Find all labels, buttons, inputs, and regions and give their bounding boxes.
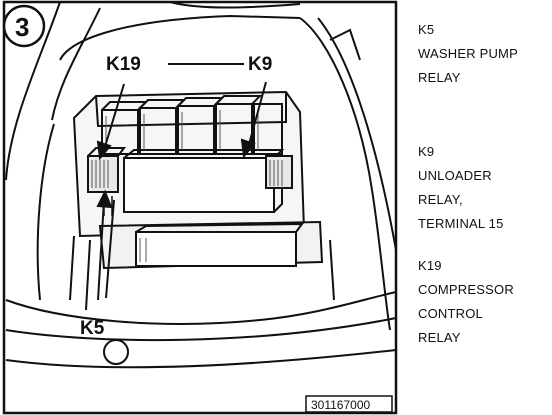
- legend-k19-line-2: CONTROL: [418, 306, 483, 321]
- leader-lines: [96, 63, 267, 301]
- legend-k5-code: K5: [418, 22, 435, 37]
- legend-k9-code: K9: [418, 144, 435, 159]
- legend-k19-code: K19: [418, 258, 442, 273]
- callout-k19: K19: [106, 54, 141, 75]
- legend-k19-line-3: RELAY: [418, 330, 461, 345]
- callout-k9: K9: [248, 54, 272, 75]
- legend-k5: K5 WASHER PUMP RELAY: [418, 18, 548, 90]
- shading: [91, 110, 283, 262]
- legend-k5-line-1: WASHER PUMP: [418, 46, 518, 61]
- step-number: 3: [15, 12, 29, 42]
- legend-k5-line-2: RELAY: [418, 70, 461, 85]
- legend-k19: K19 COMPRESSOR CONTROL RELAY: [418, 254, 548, 350]
- figure-frame: [2, 0, 398, 415]
- figure-number: 301167000: [311, 398, 371, 412]
- step-badge: [2, 4, 46, 48]
- grommet: [103, 339, 129, 365]
- legend-k9-line-1: UNLOADER: [418, 168, 492, 183]
- relay-box: [69, 90, 335, 311]
- legend-k9-line-2: RELAY,: [418, 192, 463, 207]
- legend-k9-line-3: TERMINAL 15: [418, 216, 504, 231]
- callout-k5: K5: [80, 318, 105, 339]
- legend-k9: K9 UNLOADER RELAY, TERMINAL 15: [418, 140, 548, 236]
- relay-box-illustration: K19 K9 K5 3 301167000: [2, 0, 398, 415]
- engine-bay-outline: [5, 1, 397, 369]
- figure-number-box: [305, 395, 393, 413]
- legend-k19-line-1: COMPRESSOR: [418, 282, 514, 297]
